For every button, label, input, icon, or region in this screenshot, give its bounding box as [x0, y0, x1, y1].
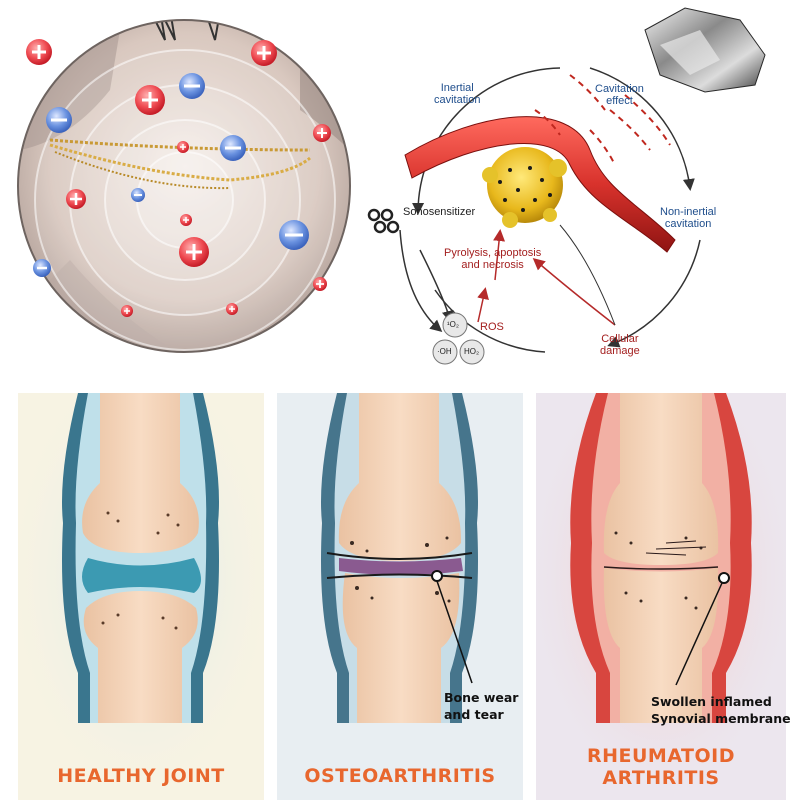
cellular-damage-label: Cellular damage	[600, 333, 640, 357]
positive-charge-icon	[26, 39, 331, 317]
inertial-cavitation-label: Inertial cavitation	[434, 82, 481, 106]
panel-title: HEALTHY JOINT	[57, 765, 225, 787]
sonosensitizer-label: Sonosensitizer	[403, 206, 476, 218]
panel-title: OSTEOARTHRITIS	[304, 765, 496, 787]
rheumatoid-arthritis-panel: Swollen inflamed Synovial membrane RHEUM…	[536, 393, 791, 800]
panel-title: RHEUMATOID ARTHRITIS	[586, 745, 736, 789]
healthy-joint-panel: HEALTHY JOINT	[18, 393, 264, 800]
hydroperoxyl-label: HO₂	[464, 347, 480, 356]
non-inertial-cavitation-label: Non-inertial cavitation	[660, 206, 717, 230]
negative-charge-icon	[33, 73, 309, 277]
swollen-membrane-callout: Swollen inflamed Synovial membrane	[651, 694, 791, 726]
ros-label: ROS	[480, 321, 504, 333]
singlet-oxygen-label: ¹O₂	[447, 320, 459, 329]
pyrolysis-label: Pyrolysis, apoptosis and necrosis	[444, 247, 542, 271]
cavitation-effect-label: Cavitation effect	[595, 83, 644, 107]
hydroxyl-radical-label: ·OH	[437, 347, 452, 356]
sonodynamic-diagram: Inertial cavitation Cavitation effect No…	[360, 0, 800, 380]
bone-wear-callout: Bone wear and tear	[444, 690, 519, 722]
waist-photo-circle	[0, 0, 370, 370]
osteoarthritis-panel: Bone wear and tear OSTEOARTHRITIS	[277, 393, 523, 800]
